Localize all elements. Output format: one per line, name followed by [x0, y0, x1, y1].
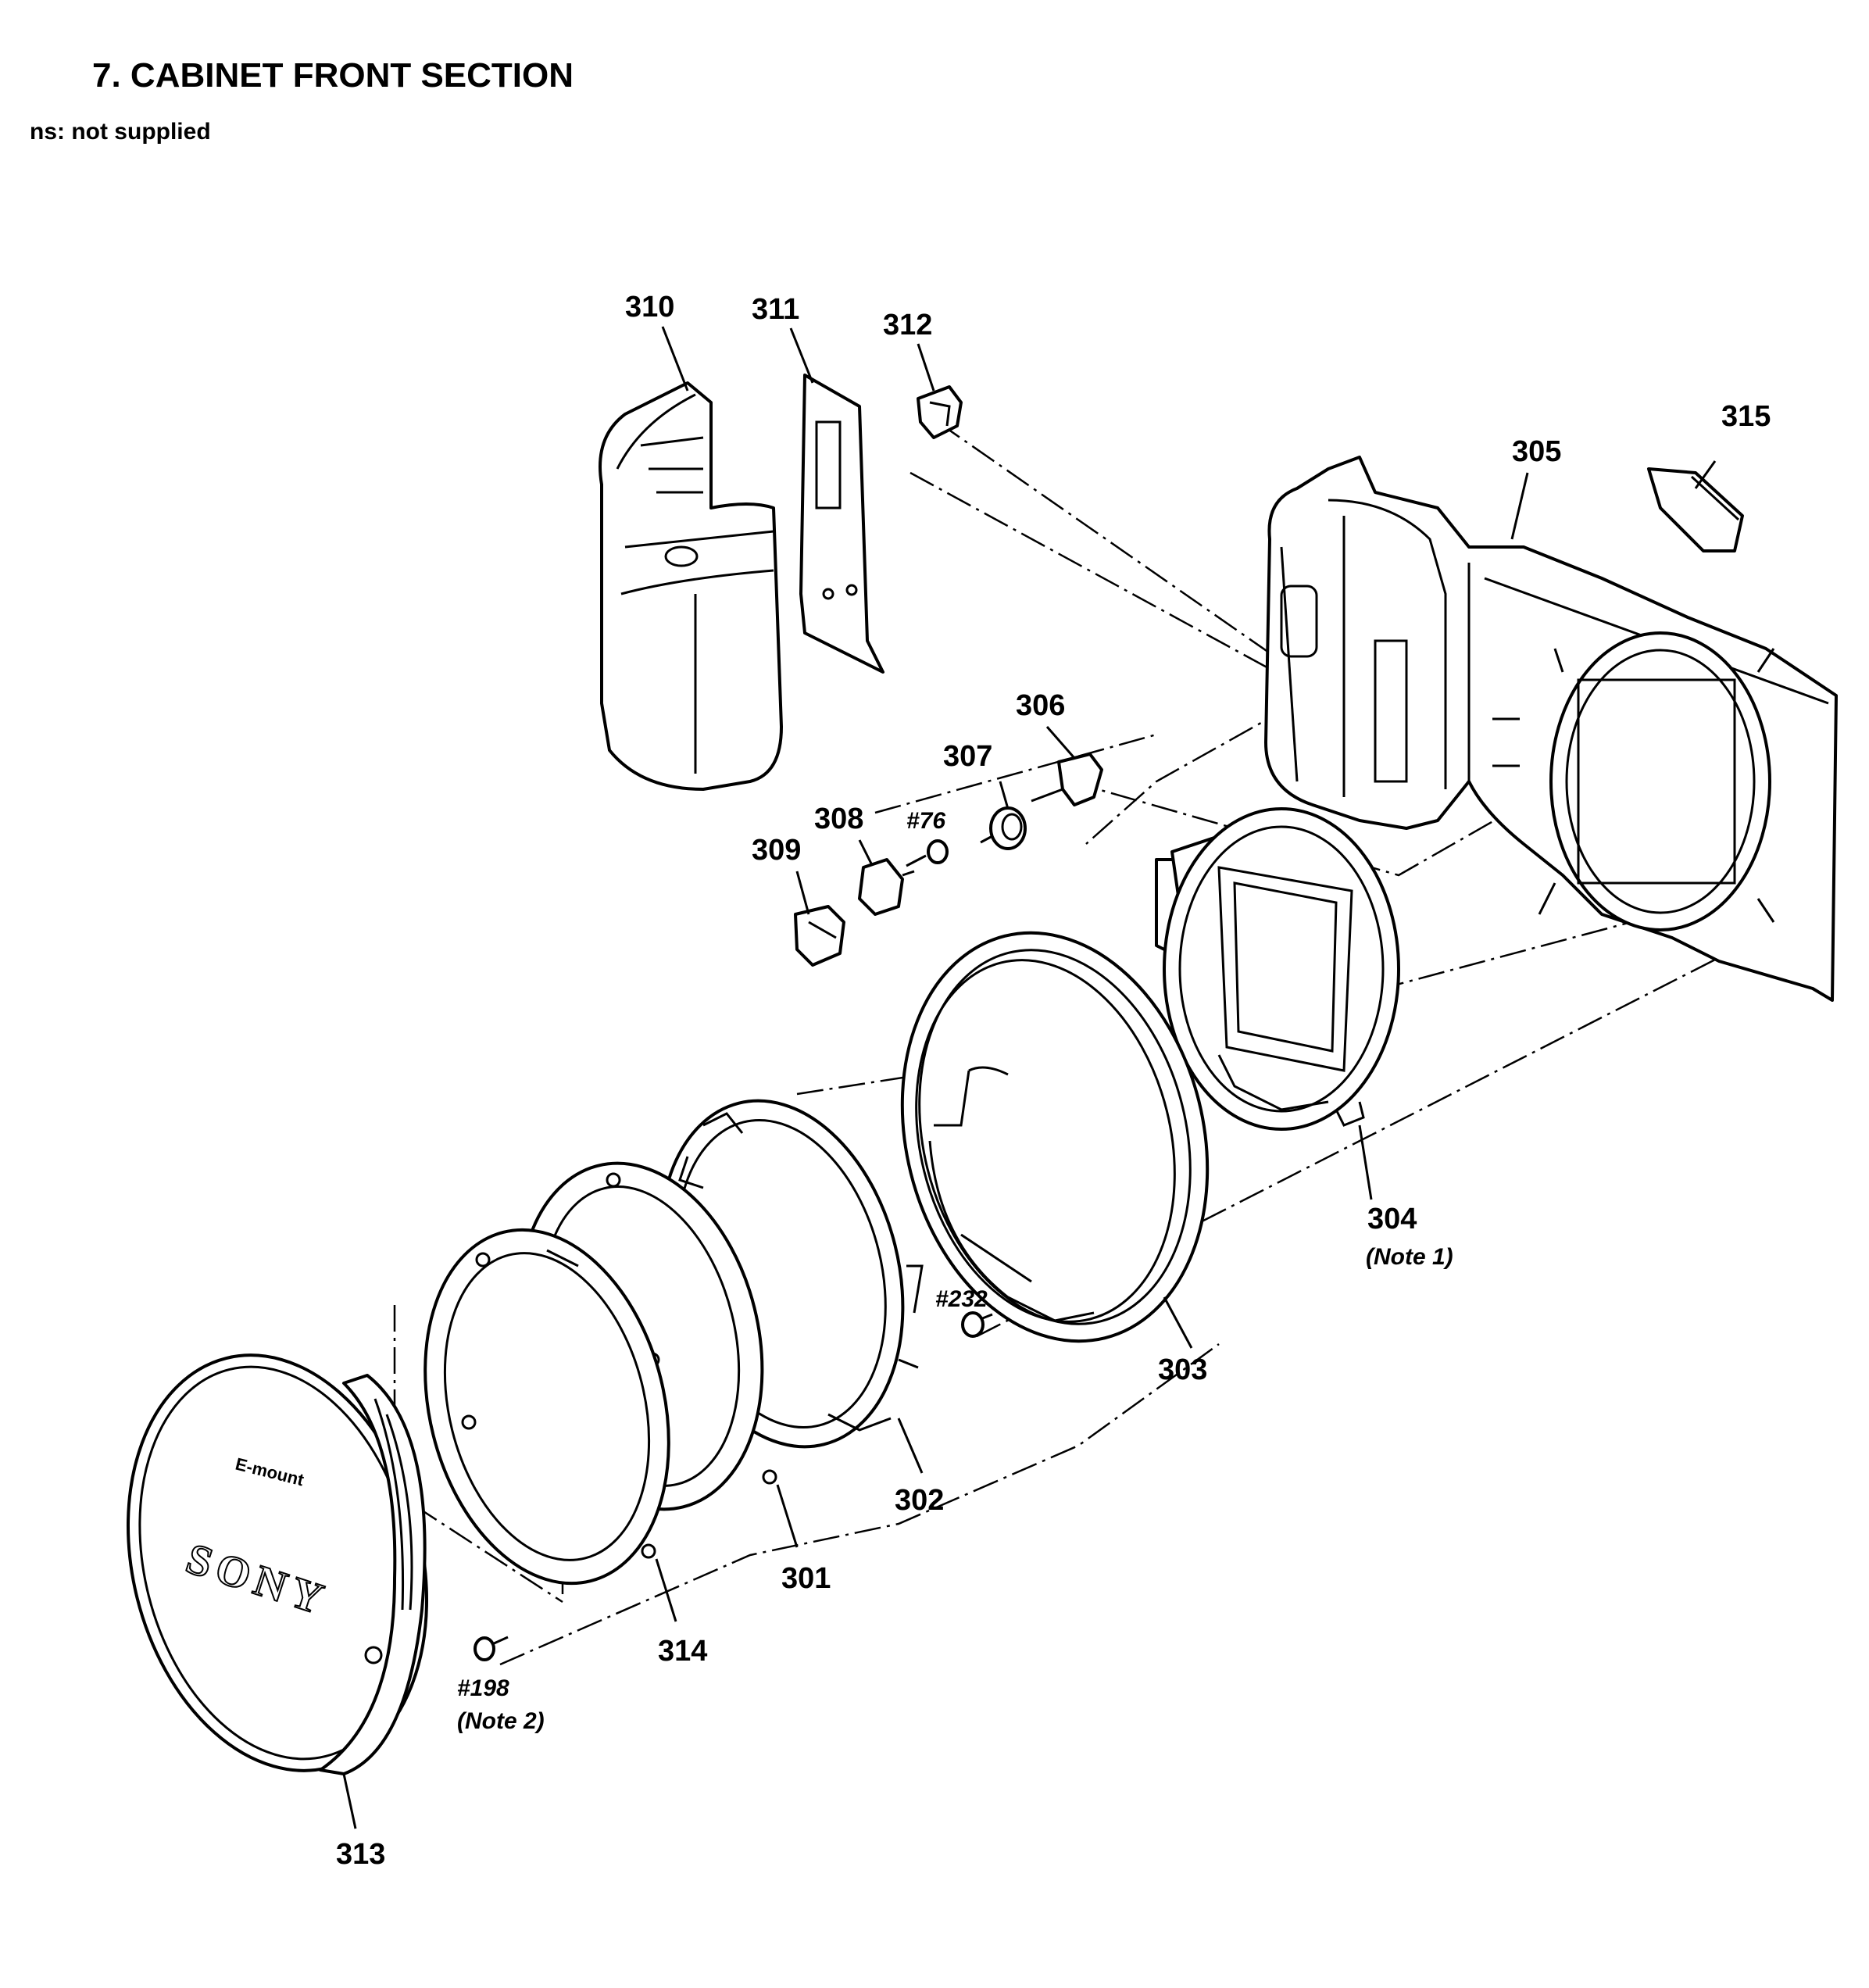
- screw-76: [906, 839, 949, 867]
- label-232: #232: [935, 1286, 988, 1312]
- label-315: 315: [1721, 400, 1771, 433]
- label-310: 310: [625, 291, 674, 324]
- label-leader-lines: [342, 326, 1717, 1829]
- mount-block-304: [1155, 807, 1400, 1131]
- label-312: 312: [883, 309, 932, 341]
- label-307: 307: [943, 740, 992, 773]
- body-cap-313: SONY E-mount: [126, 1353, 429, 1775]
- label-303: 303: [1158, 1353, 1207, 1386]
- spring-307: [980, 806, 1027, 850]
- note-2-label: (Note 2): [457, 1708, 545, 1734]
- screw-198: [474, 1636, 509, 1661]
- front-cabinet-305: [1264, 456, 1838, 1002]
- not-supplied-note: ns: not supplied: [30, 119, 211, 145]
- label-305: 305: [1512, 435, 1561, 468]
- label-306: 306: [1016, 689, 1065, 722]
- ring-314: [423, 1228, 670, 1586]
- label-313: 313: [336, 1838, 385, 1871]
- label-304: 304: [1367, 1203, 1417, 1235]
- ring-303: [900, 931, 1210, 1343]
- label-311: 311: [752, 293, 799, 326]
- label-76: #76: [906, 808, 945, 834]
- button-312: [917, 385, 963, 439]
- label-309: 309: [752, 834, 801, 867]
- page-title: 7. CABINET FRONT SECTION: [92, 56, 574, 95]
- screw-232: [961, 1311, 993, 1338]
- label-314: 314: [658, 1635, 707, 1668]
- sheet-315: [1647, 467, 1744, 552]
- label-198: #198: [457, 1675, 509, 1701]
- grip-cover-310: [599, 381, 783, 791]
- label-301: 301: [781, 1562, 831, 1595]
- label-302: 302: [895, 1484, 944, 1517]
- release-308: [858, 858, 915, 916]
- label-308: 308: [814, 803, 863, 835]
- part-labels: 310 311 312 315 305 306 307 308 #76 309 …: [336, 291, 1771, 1871]
- note-1-label: (Note 1): [1366, 1244, 1453, 1270]
- sheet-311: [799, 374, 884, 674]
- lever-306: [1031, 753, 1103, 806]
- button-309: [794, 905, 845, 967]
